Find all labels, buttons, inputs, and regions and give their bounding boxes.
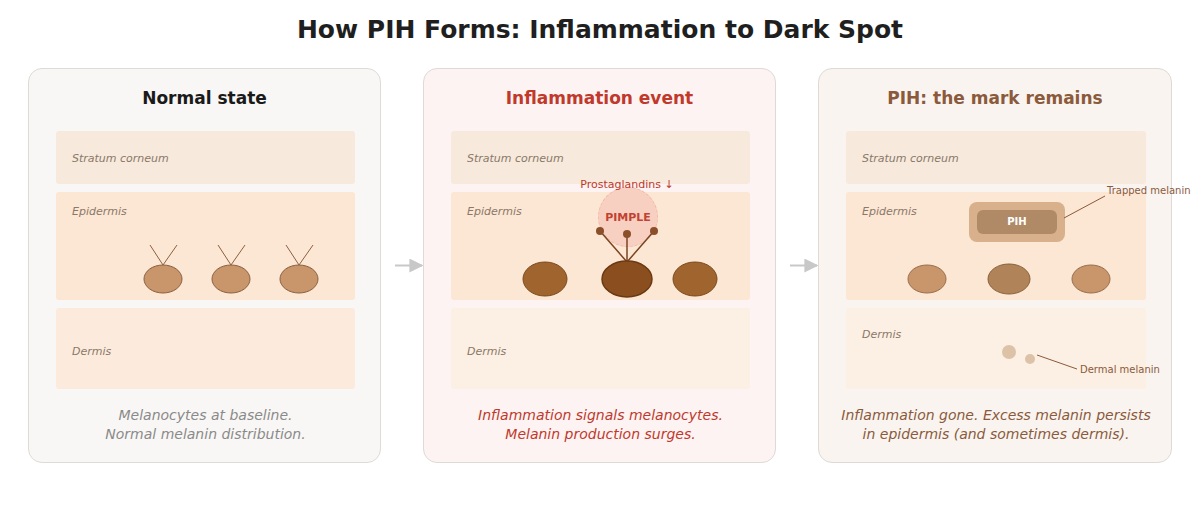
- panel-caption: Inflammation gone. Excess melanin persis…: [836, 406, 1156, 444]
- stage-panel: PIH: the mark remainsInflammation gone. …: [818, 68, 1172, 463]
- pih-label: PIH: [977, 210, 1057, 234]
- stage-panel: Inflammation eventInflammation signals m…: [423, 68, 776, 463]
- skin-layer-band: Stratum corneum: [846, 131, 1146, 184]
- skin-layer-band: Epidermis: [56, 192, 355, 300]
- active-melanocyte-group: [523, 227, 717, 297]
- melanocyte: [523, 262, 567, 296]
- skin-layer-band: Epidermis PIMPLE: [451, 192, 750, 300]
- leader-line: [1064, 196, 1105, 218]
- pih-spot-box: PIH: [969, 202, 1065, 242]
- skin-layer-band: Epidermis PIH: [846, 192, 1146, 300]
- layer-label: Stratum corneum: [862, 152, 959, 165]
- melanocyte: [1072, 265, 1110, 293]
- dendrite: [299, 245, 313, 265]
- skin-layer-band: Stratum corneum: [56, 131, 355, 184]
- panel-heading: PIH: the mark remains: [819, 88, 1171, 108]
- diagram-title: How PIH Forms: Inflammation to Dark Spot: [0, 15, 1200, 44]
- panel-caption: Inflammation signals melanocytes. Melani…: [476, 406, 726, 444]
- melanocyte: [144, 265, 182, 293]
- layer-label: Stratum corneum: [467, 152, 564, 165]
- layer-label: Epidermis: [72, 205, 127, 218]
- callout-label: Prostaglandins ↓: [527, 178, 727, 191]
- dendrite: [163, 245, 177, 265]
- leader-line: [1037, 355, 1077, 369]
- skin-layer-band: Dermis: [846, 308, 1146, 389]
- skin-layer-band: Stratum corneum: [451, 131, 750, 184]
- dermal-melanin-dot: [1025, 354, 1035, 364]
- layer-label: Dermis: [862, 328, 901, 341]
- layer-label: Dermis: [72, 345, 111, 358]
- layer-label: Dermis: [467, 345, 506, 358]
- skin-layer-band: Dermis: [56, 308, 355, 389]
- callout-label: Dermal melanin: [1080, 364, 1180, 375]
- dendrite: [231, 245, 245, 265]
- panel-heading: Inflammation event: [424, 88, 775, 108]
- signal-line: [600, 231, 627, 262]
- melanocyte-group: [144, 245, 318, 293]
- melanocyte: [988, 264, 1030, 294]
- flow-arrow: [790, 265, 817, 267]
- layer-label: Epidermis: [862, 205, 917, 218]
- panel-caption: Melanocytes at baseline. Normal melanin …: [101, 406, 311, 444]
- stage-panel: Normal stateMelanocytes at baseline. Nor…: [28, 68, 381, 463]
- melanocyte: [908, 265, 946, 293]
- signal-dot: [650, 227, 658, 235]
- dermal-melanin-dot: [1002, 345, 1016, 359]
- skin-layer-band: Dermis: [451, 308, 750, 389]
- melanocyte: [212, 265, 250, 293]
- callout-label: Trapped melanin: [1107, 185, 1200, 196]
- dendrite: [286, 245, 299, 265]
- melanocyte: [280, 265, 318, 293]
- melanocyte-group: [908, 196, 1110, 369]
- dendrite: [218, 245, 231, 265]
- pimple-label: PIMPLE: [599, 211, 657, 224]
- melanocyte: [673, 262, 717, 296]
- layer-label: Stratum corneum: [72, 152, 169, 165]
- signal-line: [626, 234, 628, 262]
- signal-line: [627, 231, 654, 262]
- pimple-circle: PIMPLE: [598, 187, 658, 247]
- signal-dot: [596, 227, 604, 235]
- panel-heading: Normal state: [29, 88, 380, 108]
- signal-dot: [623, 230, 631, 238]
- layer-label: Epidermis: [467, 205, 522, 218]
- melanocyte: [602, 261, 652, 297]
- dendrite: [150, 245, 163, 265]
- flow-arrow: [395, 265, 422, 267]
